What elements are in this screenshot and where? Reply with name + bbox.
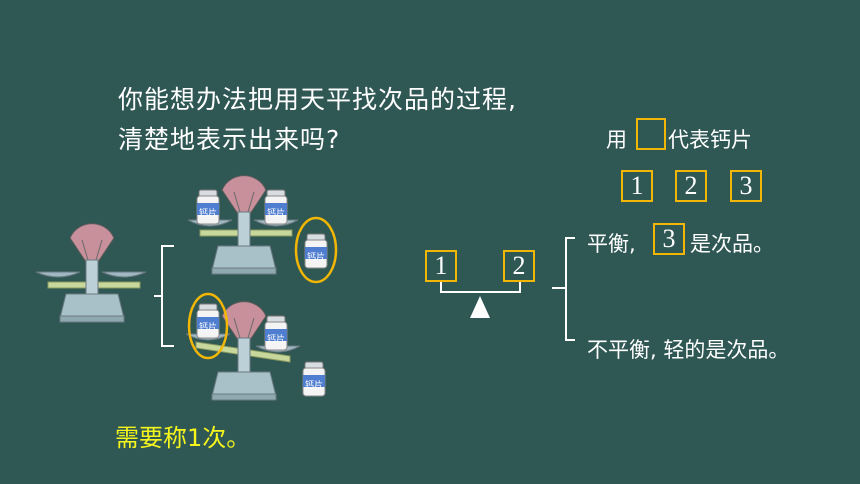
scale-upper-icon [187,175,338,284]
balance-right-box: 2 [503,250,535,282]
scale-lower-icon [185,292,326,401]
box-3: 3 [730,170,762,202]
bottle-label: 钙片 [199,209,218,219]
answer-text: 需要称1次。 [115,424,251,452]
balanced-prefix: 平衡, [587,232,636,256]
bottle-label: 钙片 [305,381,324,391]
balance-diagram [440,237,575,341]
bottle-label: 钙片 [199,323,218,333]
scale-left-icon [35,223,147,323]
balanced-box: 3 [653,223,685,255]
bottle-label: 钙片 [307,253,326,263]
question-line-2: 清楚地表示出来吗? [118,125,341,154]
balanced-suffix: 是次品。 [690,232,774,256]
branch-bracket [154,245,174,347]
box-2: 2 [675,170,707,202]
bottle-label: 钙片 [267,209,286,219]
legend-box [636,118,666,150]
legend-suffix: 代表钙片 [668,128,752,152]
box-1: 1 [621,170,653,202]
question-line-1: 你能想办法把用天平找次品的过程, [118,85,517,114]
balance-left-box: 1 [425,250,457,282]
bottle-label: 钙片 [267,335,286,345]
unbalanced-text: 不平衡, 轻的是次品。 [587,338,790,362]
legend-prefix: 用 [606,128,627,152]
